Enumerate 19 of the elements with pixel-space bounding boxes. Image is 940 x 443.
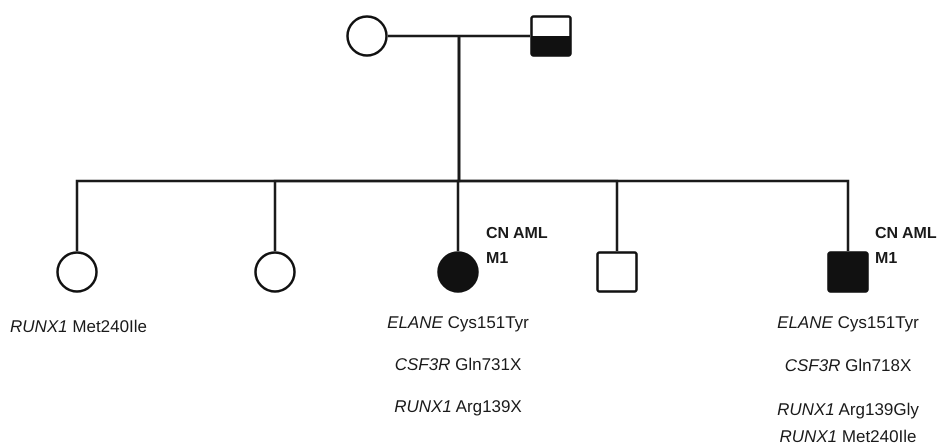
female-symbol [56,251,98,293]
variant-label: ELANE Cys151Tyr [776,312,920,334]
male-symbol [596,251,638,293]
diagnosis-label: CN AML M1 [875,224,937,269]
variant-label: RUNX1 Met240Ile [10,316,148,338]
marriage-line [388,34,530,38]
descent-line [458,37,850,251]
variant-label: CSF3R Gln731X [394,354,522,376]
variant-label: RUNX1 Arg139X [393,396,523,418]
variant-label: CSF3R Gln718X [784,355,912,377]
variant-label: RUNX1 Arg139Gly [776,399,920,421]
variant-label: RUNX1 Met240Ile [778,426,918,443]
variant-label: ELANE Cys151Tyr [386,312,530,334]
diagnosis-label: CN AML M1 [486,224,548,269]
male-symbol [530,15,572,57]
female-symbol [254,251,296,293]
female-symbol [346,15,388,57]
male-symbol [827,251,869,293]
female-symbol [437,251,479,293]
